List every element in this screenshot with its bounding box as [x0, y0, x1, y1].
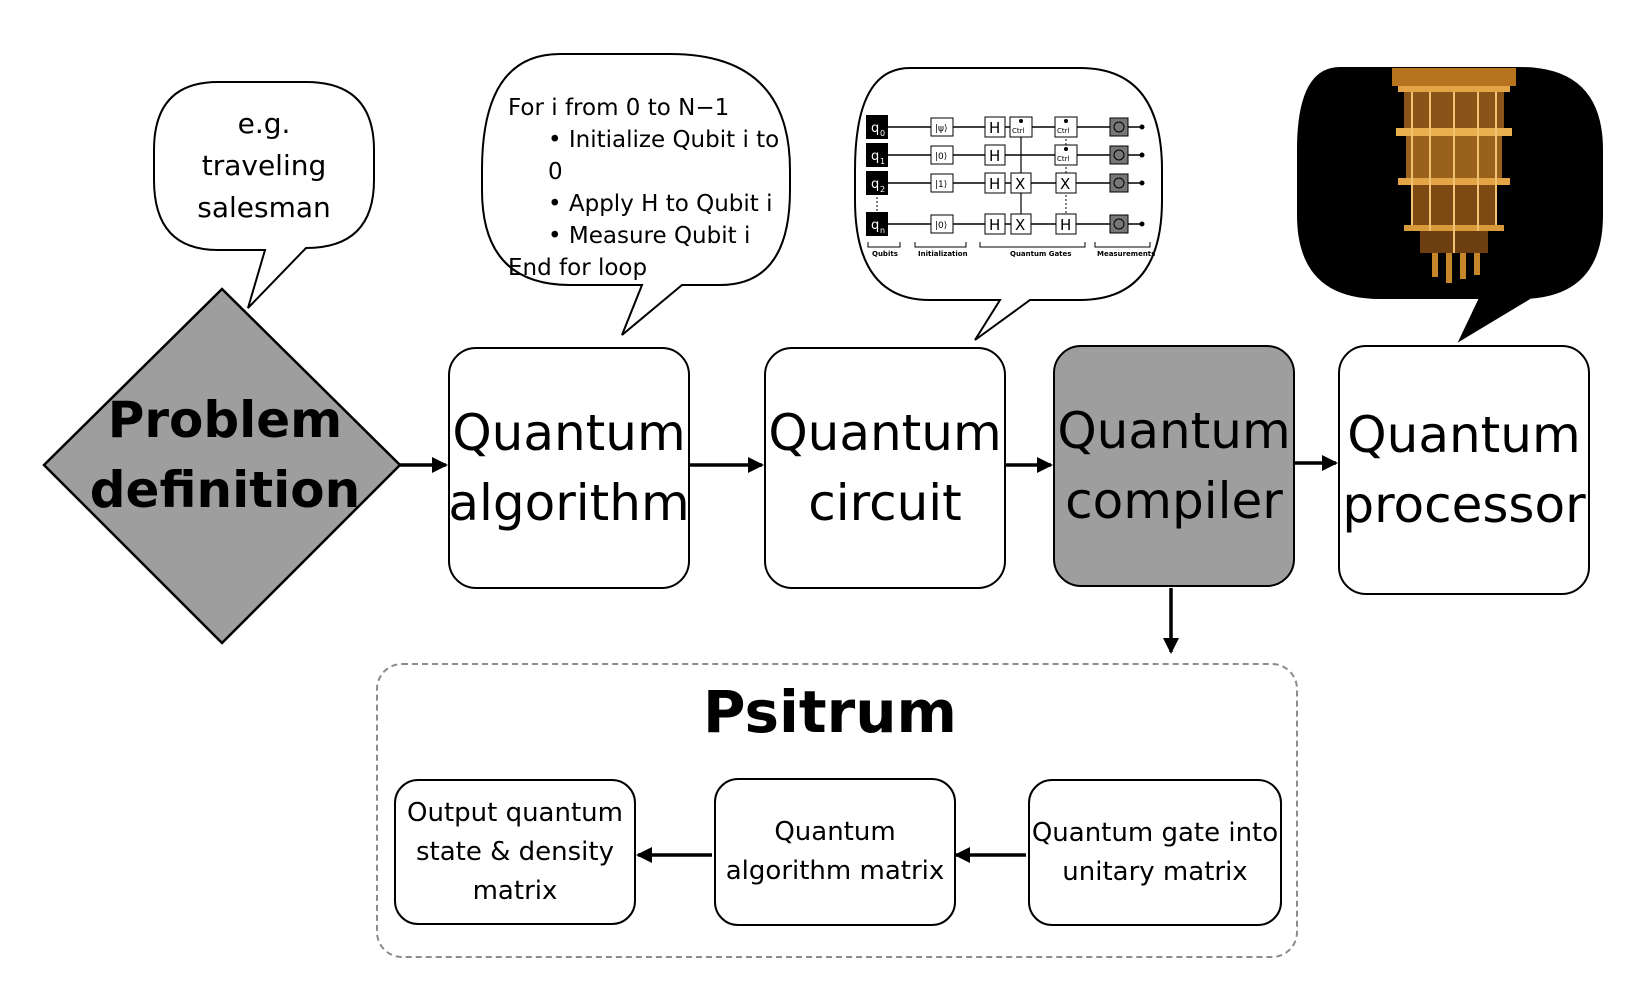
ctrl-x-column-2: Ctrl Ctrl X H	[1054, 116, 1078, 235]
output-state-line-2: state & density	[415, 836, 614, 867]
psitrum-title: Psitrum	[703, 678, 957, 746]
qubit-sub-0: 0	[880, 129, 885, 138]
measurement-column	[1109, 117, 1145, 234]
problem-example-line-3: salesman	[197, 191, 331, 224]
problem-example-line-1: e.g.	[237, 107, 291, 140]
qubit-label-n: q	[871, 218, 879, 233]
qubit-label-1: q	[871, 149, 879, 164]
pseudocode-line-1: For i from 0 to N−1	[508, 95, 730, 121]
x-gate-2b: X	[1060, 175, 1070, 193]
algorithm-pseudocode: For i from 0 to N−1 • Initialize Qubit i…	[508, 92, 798, 284]
ctrl-label-2a: Ctrl	[1057, 127, 1070, 135]
ctrl-x-column: Ctrl X X	[1009, 116, 1033, 235]
problem-line-2: definition	[89, 461, 361, 519]
qubit-sub-2: 2	[880, 185, 885, 194]
problem-example-text: e.g. traveling salesman	[154, 103, 374, 229]
init-state-n: |0⟩	[935, 221, 947, 231]
ctrl-label-1: Ctrl	[1012, 127, 1025, 135]
pipeline-arrows	[400, 455, 1338, 863]
unitary-matrix-line-1: Quantum gate into	[1031, 817, 1279, 848]
h-gate-0: H	[989, 119, 1000, 137]
quantum-compiler-box: Quantum compiler	[1053, 345, 1295, 587]
quantum-processor-line-2: processor	[1342, 476, 1586, 534]
h-gate-1: H	[989, 147, 1000, 165]
problem-line-1: Problem	[107, 391, 343, 449]
output-state-line-1: Output quantum	[407, 797, 623, 828]
quantum-algorithm-box: Quantum algorithm	[448, 347, 690, 589]
algorithm-matrix-box: Quantum algorithm matrix	[714, 778, 956, 926]
quantum-algorithm-line-1: Quantum	[452, 404, 686, 462]
output-state-box: Output quantum state & density matrix	[394, 779, 636, 925]
problem-definition-label: Problem definition	[45, 385, 405, 525]
h-gates-column: H H H H	[984, 116, 1006, 235]
unitary-matrix-box: Quantum gate into unitary matrix	[1028, 779, 1282, 926]
problem-example-line-2: traveling	[201, 149, 327, 182]
qubit-sub-n: n	[880, 226, 885, 235]
qubit-labels: q 0 q 1 q 2 q n	[866, 115, 888, 236]
h-gate-n: H	[989, 216, 1000, 234]
qubit-sub-1: 1	[880, 157, 885, 166]
quantum-compiler-line-2: compiler	[1065, 472, 1283, 530]
algorithm-matrix-line-1: Quantum	[774, 817, 896, 847]
ctrl-label-2b: Ctrl	[1057, 155, 1070, 163]
algorithm-matrix-line-2: algorithm matrix	[725, 856, 945, 886]
qubit-label-0: q	[871, 121, 879, 136]
section-label-qubits: Qubits	[872, 250, 898, 258]
pseudocode-line-4: • Measure Qubit i	[548, 223, 751, 249]
quantum-processor-line-1: Quantum	[1347, 406, 1581, 464]
algorithm-speech-bubble	[481, 53, 791, 336]
x-gate-2: X	[1015, 175, 1025, 193]
pseudocode-line-2: • Initialize Qubit i to 0	[548, 127, 780, 185]
psitrum-panel	[376, 663, 1298, 958]
circuit-speech-bubble	[854, 67, 1163, 341]
qubit-label-2: q	[871, 177, 879, 192]
unitary-matrix-line-2: unitary matrix	[1062, 856, 1248, 887]
quantum-circuit-line-1: Quantum	[768, 404, 1002, 462]
pseudocode-line-3: • Apply H to Qubit i	[548, 191, 773, 217]
dilution-refrigerator-image	[1392, 68, 1516, 283]
quantum-circuit-line-2: circuit	[808, 474, 962, 532]
section-label-measure: Measurements	[1097, 250, 1155, 258]
init-gates: |ψ⟩ |0⟩ |1⟩ |0⟩	[930, 117, 954, 234]
init-state-1: |0⟩	[935, 152, 947, 162]
pseudocode-line-5: End for loop	[508, 255, 648, 281]
quantum-algorithm-line-2: algorithm	[448, 474, 690, 532]
problem-diamond	[42, 287, 402, 645]
init-state-0: |ψ⟩	[935, 124, 947, 134]
section-label-init: Initialization	[918, 250, 968, 258]
quantum-circuit-box: Quantum circuit	[764, 347, 1006, 589]
quantum-circuit-diagram: q 0 q 1 q 2 q n |ψ⟩ |0⟩ |1⟩ |0⟩ H H	[866, 115, 1155, 258]
h-gate-2: H	[989, 175, 1000, 193]
h-gate-nb: H	[1060, 216, 1071, 234]
section-label-gates: Quantum Gates	[1010, 250, 1071, 258]
quantum-processor-box: Quantum processor	[1338, 345, 1590, 595]
quantum-compiler-line-1: Quantum	[1057, 402, 1291, 460]
init-state-2: |1⟩	[935, 180, 947, 190]
x-gate-n: X	[1015, 216, 1025, 234]
problem-speech-bubble	[153, 81, 375, 309]
section-brackets	[867, 242, 1151, 248]
output-state-line-3: matrix	[472, 875, 558, 906]
